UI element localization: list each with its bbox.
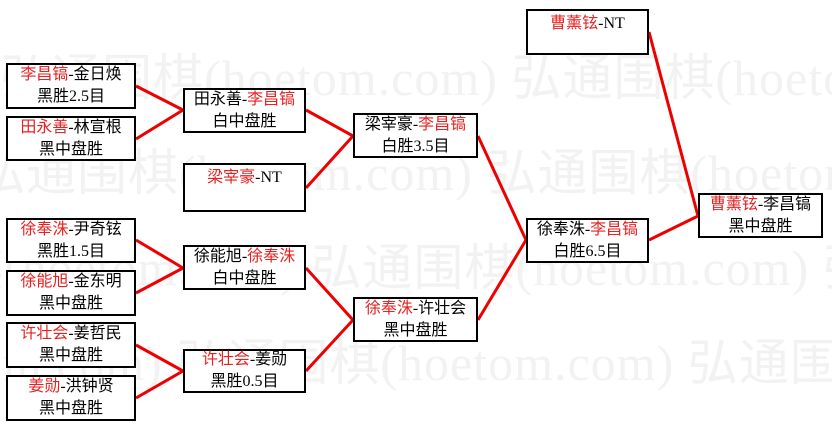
match-box-r2-match3: 许壮会-姜勋黑胜0.5目 xyxy=(183,349,306,393)
match-box-final: 曹薰铉-李昌镐黑中盘胜 xyxy=(698,193,823,238)
winner-name: 曹薰铉 xyxy=(550,15,599,32)
match-result: 白胜3.5目 xyxy=(381,137,450,155)
bracket-connector-line xyxy=(135,108,184,141)
winner-name: 李昌镐 xyxy=(418,115,467,133)
winner-name: 曹薰铉 xyxy=(709,195,758,213)
player-name: 田永善- xyxy=(193,90,248,108)
winner-name: 李昌镐 xyxy=(20,66,69,83)
match-box-r3-match1: 梁宰豪-李昌镐白胜3.5目 xyxy=(353,113,478,158)
match-result: 黑中盘胜 xyxy=(728,217,793,235)
match-result: 黑胜0.5目 xyxy=(210,373,279,390)
match-box-r2-match2: 徐能旭-徐奉洙白中盘胜 xyxy=(183,245,306,290)
player-name: -林宣根 xyxy=(68,118,122,136)
player-name: -许壮会 xyxy=(412,299,467,317)
winner-name: 田永善 xyxy=(20,118,69,136)
winner-name: 许壮会 xyxy=(201,351,250,368)
match-box-r1-match1: 李昌镐-金日焕黑胜2.5目 xyxy=(6,63,136,109)
winner-name: 徐奉洙 xyxy=(20,220,69,238)
match-players: 梁宰豪-NT xyxy=(207,167,282,189)
winner-name: 徐能旭 xyxy=(20,273,69,290)
player-name: -洪钟贤 xyxy=(60,378,114,395)
match-result: 黑中盘胜 xyxy=(38,400,103,417)
player-name: -李昌镐 xyxy=(757,195,812,213)
match-players: 李昌镐-金日焕 xyxy=(20,64,121,86)
bracket-connector-line xyxy=(304,318,355,373)
winner-name: 许壮会 xyxy=(20,325,69,342)
bracket-connector-line xyxy=(135,369,184,400)
bracket-connector-line xyxy=(476,239,528,321)
match-result: 黑中盘胜 xyxy=(38,295,103,312)
match-box-r1-match2: 田永善-林宣根黑中盘胜 xyxy=(6,116,136,161)
match-box-r1-match3: 徐奉洙-尹奇铉黑胜1.5目 xyxy=(6,218,136,263)
match-result: 黑中盘胜 xyxy=(383,321,448,339)
match-result: 白中盘胜 xyxy=(212,269,277,287)
bracket-connector-line xyxy=(304,266,355,322)
bracket-connector-line xyxy=(135,84,184,112)
winner-name: 徐奉洙 xyxy=(247,247,296,265)
match-result: 黑中盘胜 xyxy=(38,347,103,364)
player-name: -尹奇铉 xyxy=(68,220,122,238)
match-players: 徐能旭-金东明 xyxy=(20,271,121,293)
match-players: 徐奉洙-许壮会 xyxy=(365,298,466,320)
match-result: 白中盘胜 xyxy=(212,112,277,130)
player-name: 梁宰豪- xyxy=(364,115,419,133)
bracket-connector-line xyxy=(476,135,528,241)
match-box-r4-match1: 徐奉洙-李昌镐白胜6.5目 xyxy=(526,218,649,263)
bracket-connector-line xyxy=(135,343,184,373)
match-result: 白胜6.5目 xyxy=(553,242,622,260)
player-name: -姜哲民 xyxy=(68,325,122,342)
match-players: 田永善-林宣根 xyxy=(20,117,121,139)
match-box-r2-bye1: 梁宰豪-NT xyxy=(183,163,306,212)
match-players: 姜勋-洪钟贤 xyxy=(28,376,113,398)
winner-name: 李昌镐 xyxy=(590,220,639,238)
match-result: 黑中盘胜 xyxy=(38,140,103,158)
match-players: 田永善-李昌镐 xyxy=(194,89,295,111)
match-result: 黑胜1.5目 xyxy=(36,242,105,260)
player-name: -金日焕 xyxy=(68,66,122,83)
match-players: 许壮会-姜哲民 xyxy=(20,323,121,345)
bracket-connector-line xyxy=(648,214,699,242)
bracket-connector-line xyxy=(135,266,184,295)
player-name: 徐能旭- xyxy=(193,247,248,265)
match-players: 许壮会-姜勋 xyxy=(202,349,287,371)
match-players: 曹薰铉-NT xyxy=(550,13,625,35)
match-players: 徐能旭-徐奉洙 xyxy=(194,246,295,268)
match-box-r1-match5: 许壮会-姜哲民黑中盘胜 xyxy=(6,322,136,368)
player-name: -金东明 xyxy=(68,273,122,290)
winner-name: 梁宰豪 xyxy=(207,169,256,186)
match-result: 黑胜2.5目 xyxy=(36,88,105,105)
match-box-r1-match4: 徐能旭-金东明黑中盘胜 xyxy=(6,270,136,316)
winner-name: 李昌镐 xyxy=(247,90,296,108)
match-box-r3-match2: 徐奉洙-许壮会黑中盘胜 xyxy=(353,297,478,342)
player-name: -NT xyxy=(255,169,282,186)
winner-name: 姜勋 xyxy=(28,378,61,395)
bracket-connector-line xyxy=(647,31,700,217)
match-players: 曹薰铉-李昌镐 xyxy=(710,194,811,216)
match-players: 徐奉洙-李昌镐 xyxy=(537,219,638,241)
player-name: -姜勋 xyxy=(249,351,288,368)
bracket-connector-line xyxy=(135,238,184,270)
bracket-connector-line xyxy=(305,108,354,138)
bracket-connector-line xyxy=(304,134,355,190)
match-players: 徐奉洙-尹奇铉 xyxy=(20,219,121,241)
match-players: 梁宰豪-李昌镐 xyxy=(365,114,466,136)
player-name: -NT xyxy=(598,15,625,32)
match-box-r2-match1: 田永善-李昌镐白中盘胜 xyxy=(183,88,306,133)
match-box-r1-match6: 姜勋-洪钟贤黑中盘胜 xyxy=(6,375,136,421)
winner-name: 徐奉洙 xyxy=(364,299,413,317)
match-box-seed-bye: 曹薰铉-NT xyxy=(526,9,649,55)
player-name: 徐奉洙- xyxy=(536,220,591,238)
